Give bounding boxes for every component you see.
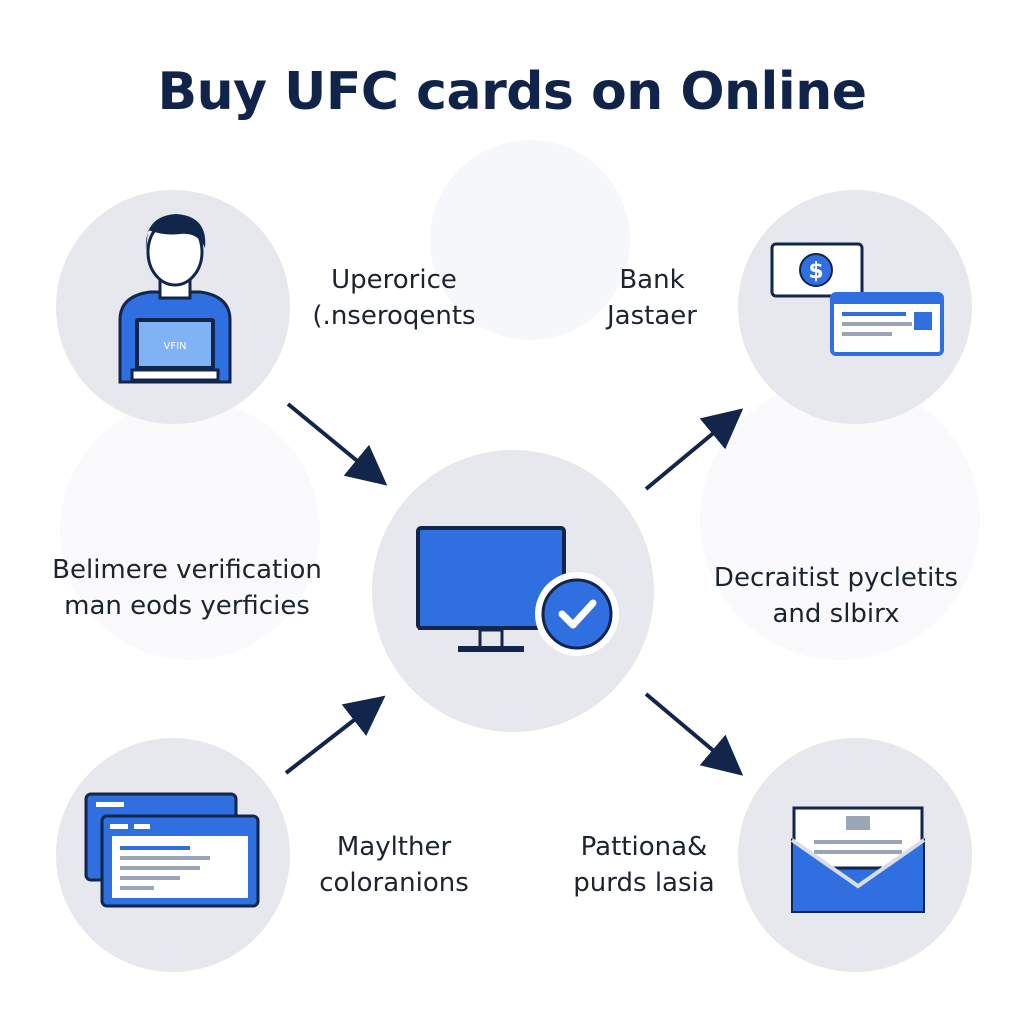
label-line: man eods yerficies xyxy=(64,591,310,621)
browser-windows-icon xyxy=(84,792,260,908)
label-center-right: Decraitist pycletits and slbirx xyxy=(686,560,986,632)
background-shape xyxy=(60,400,320,660)
arrow-bottom-left xyxy=(284,695,386,775)
label-line: Uperorice xyxy=(331,265,457,295)
label-line: coloranions xyxy=(319,868,469,898)
envelope-icon xyxy=(790,806,926,913)
label-line: purds lasia xyxy=(573,868,715,898)
monitor-verified-icon xyxy=(416,526,619,656)
user-laptop-icon: VFIN xyxy=(118,214,232,384)
label-line: Jastaer xyxy=(607,301,697,331)
label-line: Belimere verification xyxy=(52,555,322,585)
arrow-bottom-right xyxy=(644,692,744,776)
label-line: Pattiona& xyxy=(580,832,708,862)
label-bottom-right: Pattiona& purds lasia xyxy=(556,829,732,901)
label-top-right: Bank Jastaer xyxy=(572,262,732,334)
background-shape xyxy=(430,140,630,340)
label-line: Decraitist pycletits xyxy=(713,563,959,593)
laptop-screen-text: VFIN xyxy=(163,341,186,352)
label-line: Maylther xyxy=(336,832,452,862)
label-line: Bank xyxy=(619,265,685,295)
label-line: (.nseroqents xyxy=(312,301,476,331)
arrow-top-left xyxy=(286,402,388,486)
label-top-left: Uperorice (.nseroqents xyxy=(296,262,492,334)
page-title: Buy UFC cards on Online xyxy=(157,62,867,122)
arrow-top-right xyxy=(644,408,744,491)
dollar-sign: $ xyxy=(808,259,823,284)
label-center-left: Belimere verification man eods yerficies xyxy=(32,552,342,624)
payment-card-icon: $ xyxy=(770,242,944,356)
background-shape xyxy=(700,380,980,660)
label-line: and slbirx xyxy=(772,599,900,629)
label-bottom-left: Maylther coloranions xyxy=(296,829,492,901)
